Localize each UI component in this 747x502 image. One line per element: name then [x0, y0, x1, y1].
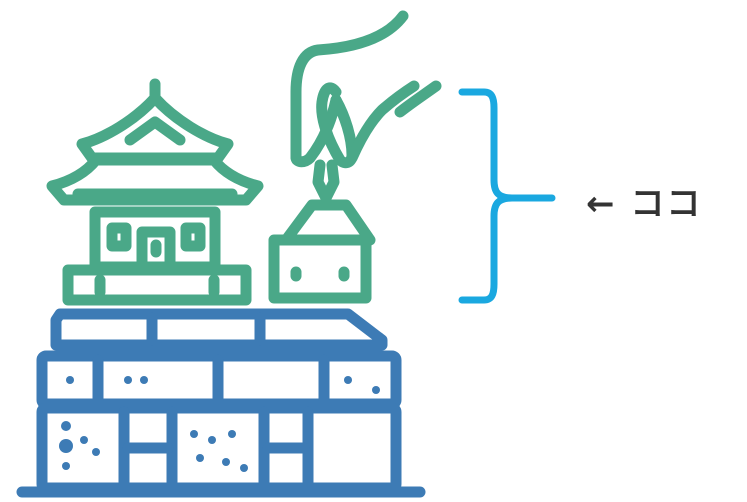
- bracket-icon: [462, 92, 552, 300]
- hand-holding-box-icon: [274, 16, 436, 298]
- shrine-building-icon: [52, 84, 258, 300]
- stone-foundation-icon: [22, 314, 420, 492]
- pointer-label: ← ココ: [586, 180, 702, 228]
